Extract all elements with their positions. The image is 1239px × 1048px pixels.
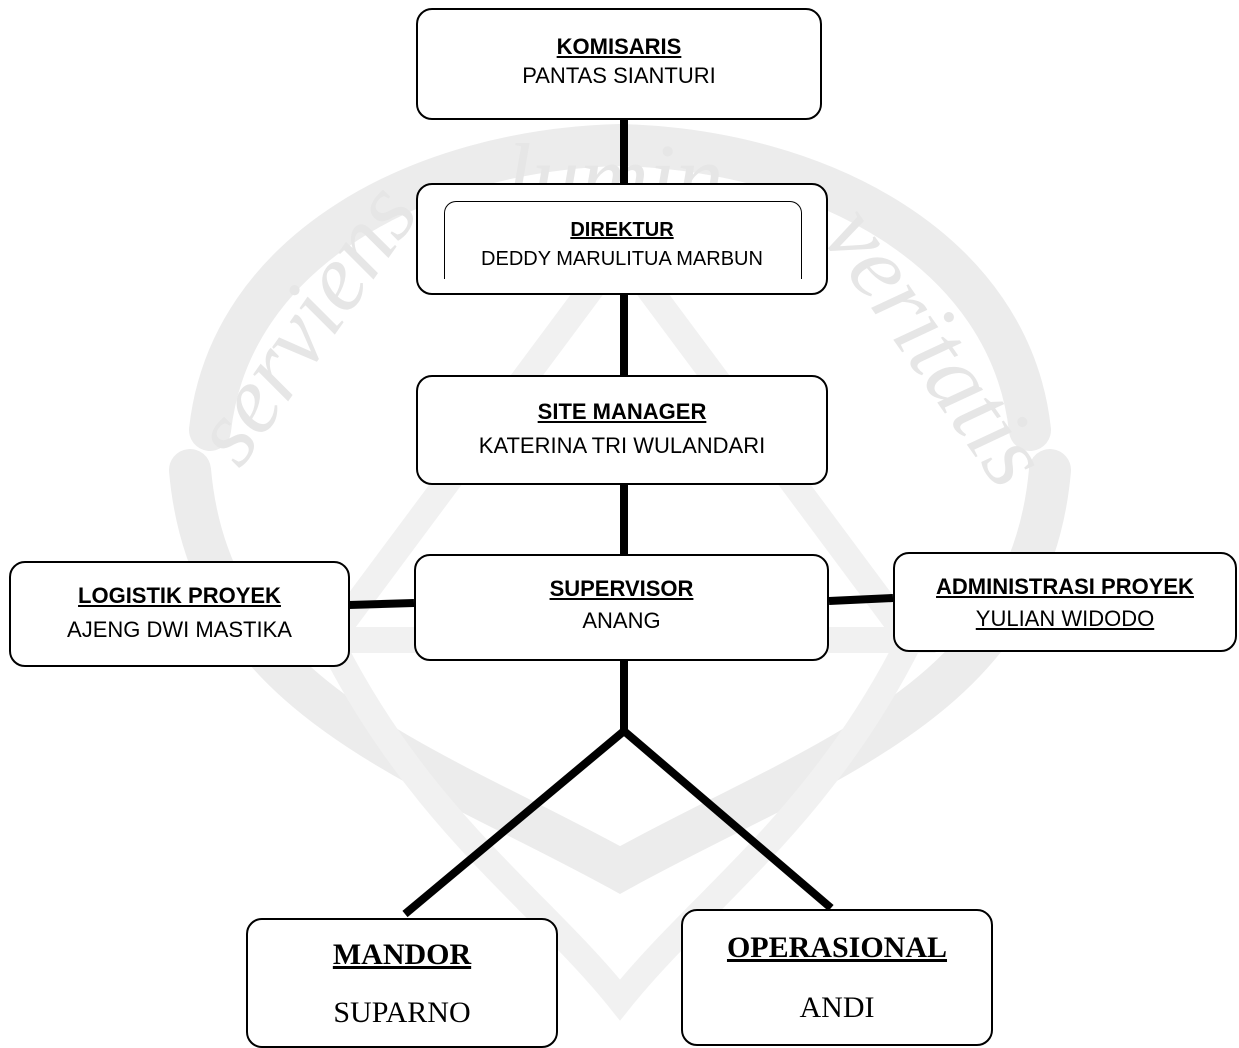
node-direktur-role: DIREKTUR xyxy=(570,219,674,241)
node-mandor-name: SUPARNO xyxy=(333,996,471,1029)
link-branch-mandor xyxy=(402,727,627,918)
node-komisaris-role: KOMISARIS xyxy=(556,34,682,59)
node-logistik-name: AJENG DWI MASTIKA xyxy=(67,617,292,642)
node-site-manager-name: KATERINA TRI WULANDARI xyxy=(478,433,766,458)
node-site-manager: SITE MANAGER KATERINA TRI WULANDARI xyxy=(416,375,828,485)
node-mandor: MANDOR SUPARNO xyxy=(246,918,558,1048)
node-operasional-role: OPERASIONAL xyxy=(726,931,948,964)
node-logistik-role: LOGISTIK PROYEK xyxy=(78,583,281,608)
link-supervisor-administrasi xyxy=(828,594,894,605)
node-site-manager-role: SITE MANAGER xyxy=(537,399,707,424)
link-supervisor-logistik xyxy=(348,599,415,609)
node-komisaris: KOMISARIS PANTAS SIANTURI xyxy=(416,8,822,120)
node-supervisor-name: ANANG xyxy=(582,608,661,633)
node-administrasi: ADMINISTRASI PROYEK YULIAN WIDODO xyxy=(893,552,1237,652)
node-supervisor: SUPERVISOR ANANG xyxy=(414,554,829,661)
node-logistik: LOGISTIK PROYEK AJENG DWI MASTIKA xyxy=(9,561,350,667)
node-direktur: DIREKTUR DEDDY MARULITUA MARBUN xyxy=(416,183,828,295)
node-mandor-role: MANDOR xyxy=(332,938,472,971)
node-operasional: OPERASIONAL ANDI xyxy=(681,909,993,1046)
node-komisaris-name: PANTAS SIANTURI xyxy=(522,63,716,88)
link-branch-operasional xyxy=(621,727,834,912)
node-administrasi-name: YULIAN WIDODO xyxy=(975,606,1155,631)
node-operasional-name: ANDI xyxy=(799,991,875,1024)
node-direktur-inner-frame xyxy=(444,201,802,279)
node-supervisor-role: SUPERVISOR xyxy=(549,576,694,601)
node-direktur-name: DEDDY MARULITUA MARBUN xyxy=(481,248,763,270)
node-administrasi-role: ADMINISTRASI PROYEK xyxy=(936,574,1194,599)
